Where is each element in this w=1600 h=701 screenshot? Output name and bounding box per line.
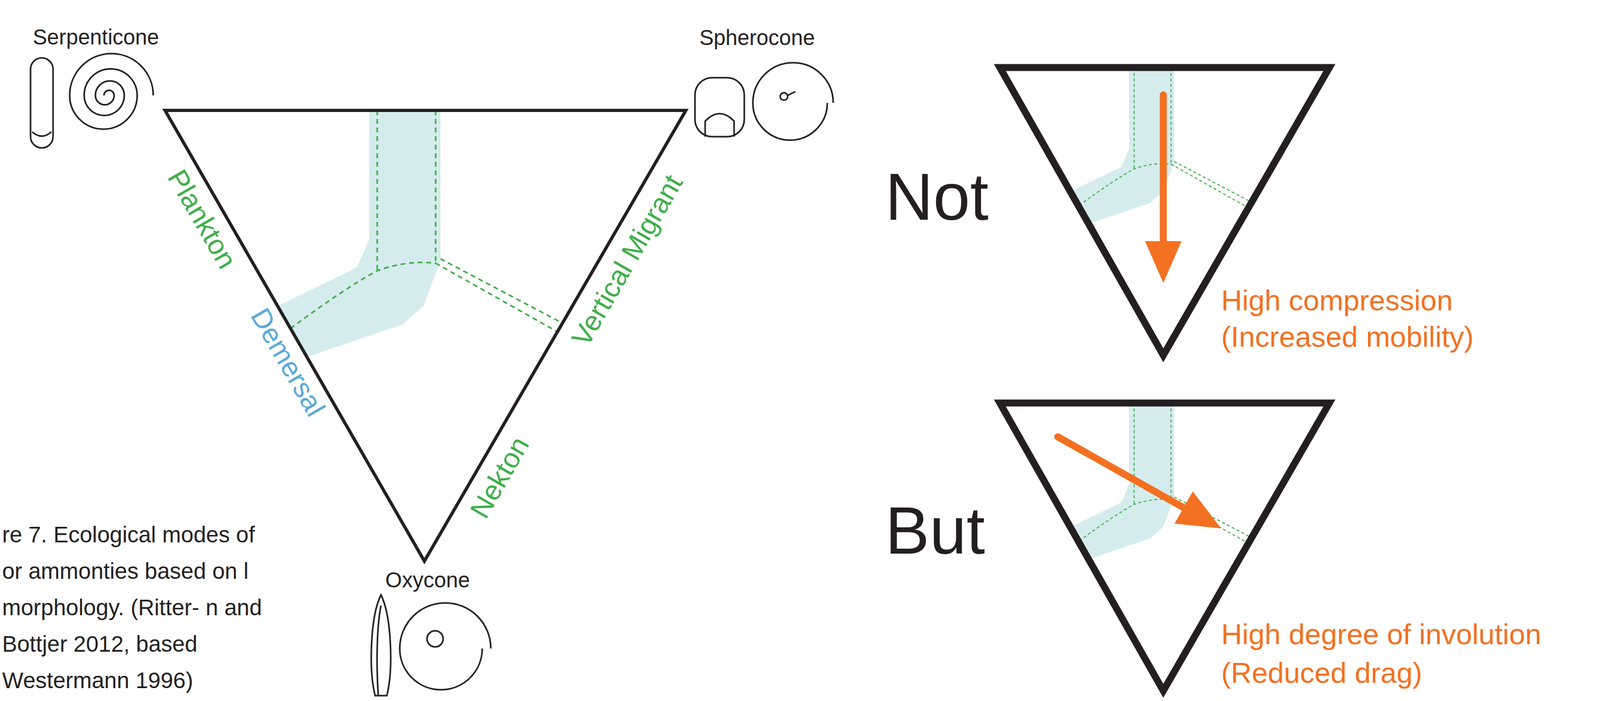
- shell-spiral: [399, 602, 491, 690]
- shell-umbilicus: [787, 91, 796, 96]
- shell-whorl-section: [32, 131, 52, 137]
- arrow-head: [1174, 491, 1222, 529]
- shell-front-view: [30, 57, 54, 148]
- trend-note: High degree of involution: [1221, 617, 1542, 651]
- trend-arrow: [1160, 94, 1168, 245]
- shell-keel-line: [377, 605, 381, 696]
- shell-spiral: [69, 53, 154, 130]
- shell-type-label: Spherocone: [699, 25, 816, 50]
- ecology-mode-label: Plankton: [161, 163, 244, 274]
- ecology-mode-label: Vertical Migrant: [565, 169, 690, 352]
- shell-front-view: [371, 594, 391, 696]
- shell-whorl-section: [705, 113, 735, 137]
- figure-caption: re 7. Ecological modes of or ammonties b…: [2, 516, 281, 699]
- trend-arrow: [1057, 436, 1187, 510]
- ecology-field: [277, 110, 563, 357]
- trend-note: (Reduced drag): [1221, 655, 1423, 690]
- ecology-field: [1071, 402, 1252, 559]
- trend-note: (Increased mobility): [1221, 319, 1474, 354]
- shell-type-label: Serpenticone: [32, 24, 160, 50]
- shell-spiral: [752, 62, 834, 141]
- shell-type-label: Oxycone: [385, 567, 470, 593]
- shell-umbilicus: [427, 630, 444, 647]
- shell-front-view: [694, 77, 745, 137]
- trend-note: High compression: [1221, 283, 1453, 317]
- ecology-mode-label: Demersal: [243, 302, 332, 423]
- heading-word: Not: [885, 158, 989, 236]
- morphology-triangle: [165, 110, 686, 562]
- arrow-head: [1145, 241, 1182, 283]
- shell-umbilicus: [780, 92, 788, 101]
- heading-word: But: [885, 492, 985, 570]
- ecology-mode-label: Nekton: [464, 431, 536, 525]
